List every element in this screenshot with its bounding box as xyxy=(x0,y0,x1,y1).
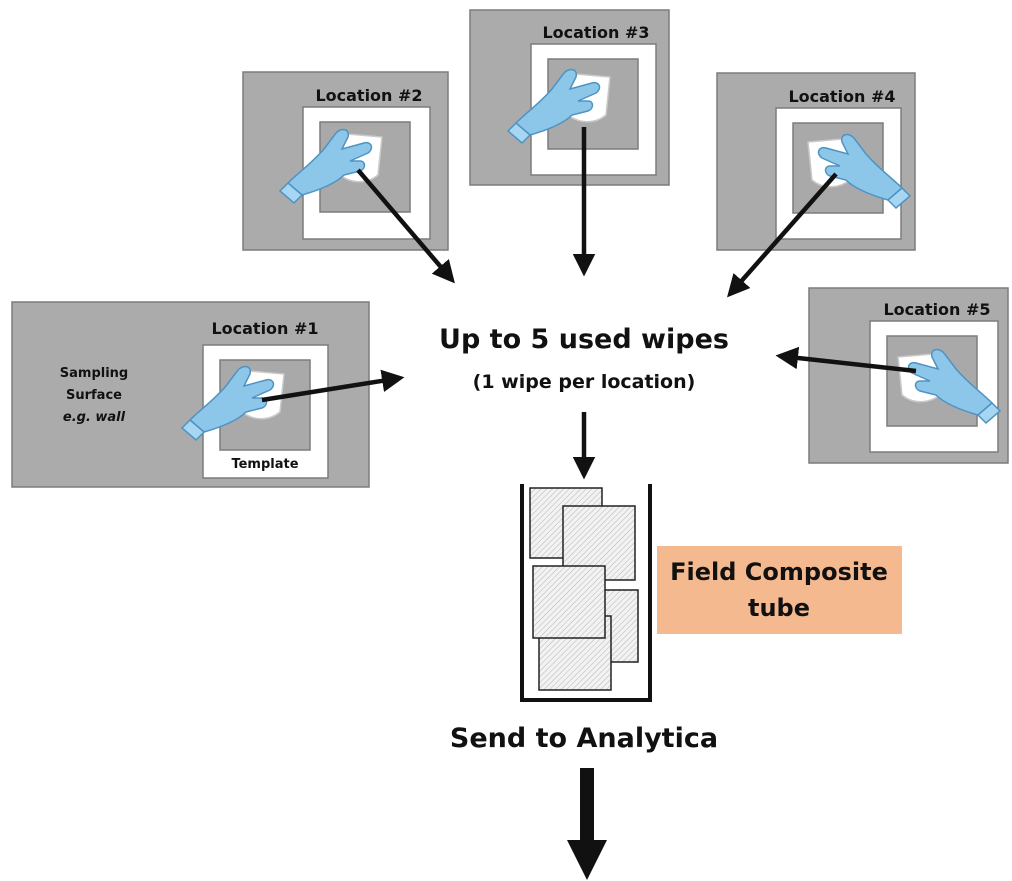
template-label: Template xyxy=(231,457,298,472)
wipe-in-tube xyxy=(532,565,606,639)
location-1-label: Location #1 xyxy=(211,319,318,338)
location-2-panel: Location #2 xyxy=(242,71,449,251)
center-subtitle: (1 wipe per location) xyxy=(473,371,696,393)
surface-label-line1: Sampling xyxy=(60,366,128,381)
composite-tube-icon xyxy=(520,484,652,702)
arrow-icon xyxy=(727,172,838,298)
location-3-panel: Location #3 xyxy=(469,9,670,186)
arrow-icon xyxy=(567,768,607,880)
arrow-icon xyxy=(356,168,455,284)
location-2-label: Location #2 xyxy=(315,86,422,105)
surface-example: e.g. wall xyxy=(63,410,126,425)
location-4-panel: Location #4 xyxy=(716,72,916,251)
location-1-panel: Location #1 Sampling Surface e.g. wall T… xyxy=(11,301,370,488)
send-label: Send to Analytica xyxy=(450,723,718,754)
location-4-label: Location #4 xyxy=(788,87,895,106)
location-5-label: Location #5 xyxy=(883,300,990,319)
location-3-label: Location #3 xyxy=(542,23,649,42)
arrow-icon xyxy=(261,369,405,403)
center-title: Up to 5 used wipes xyxy=(439,324,729,355)
field-composite-line2: tube xyxy=(748,594,810,622)
arrow-icon xyxy=(775,346,917,374)
surface-label-line2: Surface xyxy=(66,388,122,403)
field-composite-box xyxy=(657,546,902,634)
tube-outline xyxy=(520,484,652,702)
location-5-panel: Location #5 xyxy=(808,287,1009,464)
field-composite-line1: Field Composite xyxy=(670,558,888,586)
